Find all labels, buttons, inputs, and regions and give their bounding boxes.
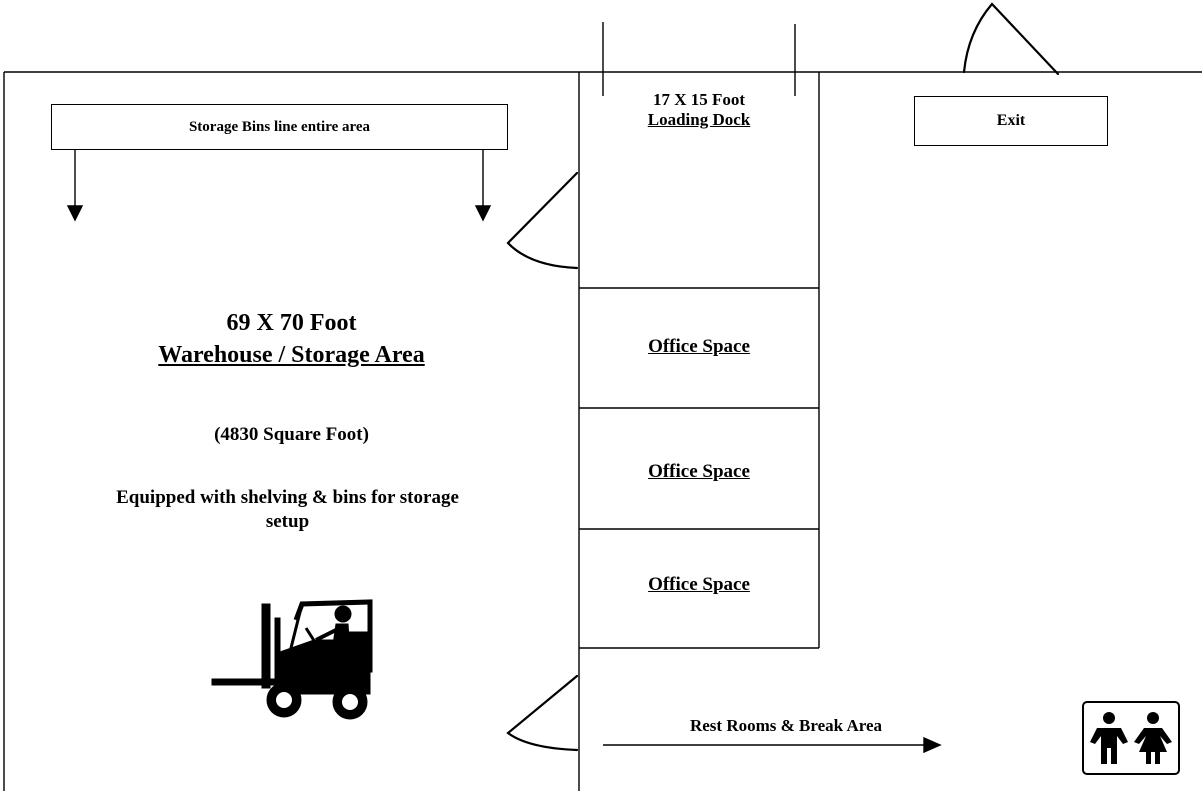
storage-arrowhead-left [66,205,84,222]
warehouse-square-footage: (4830 Square Foot) [214,424,369,445]
forklift-icon [211,599,373,720]
office-space-3: Office Space [648,574,750,595]
loading-dock-label: 17 X 15 Foot Loading Dock [579,90,819,129]
exit-door-swing [962,2,1060,76]
warehouse-name: Warehouse / Storage Area [158,342,425,368]
loading-dock-name: Loading Dock [647,109,751,129]
restroom-icon [1082,701,1180,775]
restroom-arrowhead [923,736,942,754]
office-space-1: Office Space [648,336,750,357]
exit-box: Exit [914,96,1108,146]
storage-bins-box: Storage Bins line entire area [51,104,508,150]
storage-bins-label: Storage Bins line entire area [188,118,371,135]
warehouse-description: Equipped with shelving & bins for storag… [116,487,459,532]
exit-label: Exit [996,112,1026,129]
restroom-door-swing [506,674,579,752]
loading-dock-size: 17 X 15 Foot [652,90,746,109]
storage-arrowhead-right [474,205,492,222]
dock-door-swing [506,171,579,270]
warehouse-size: 69 X 70 Foot [226,310,357,336]
office-space-2: Office Space [648,461,750,482]
rest-rooms-label: Rest Rooms & Break Area [689,716,882,735]
